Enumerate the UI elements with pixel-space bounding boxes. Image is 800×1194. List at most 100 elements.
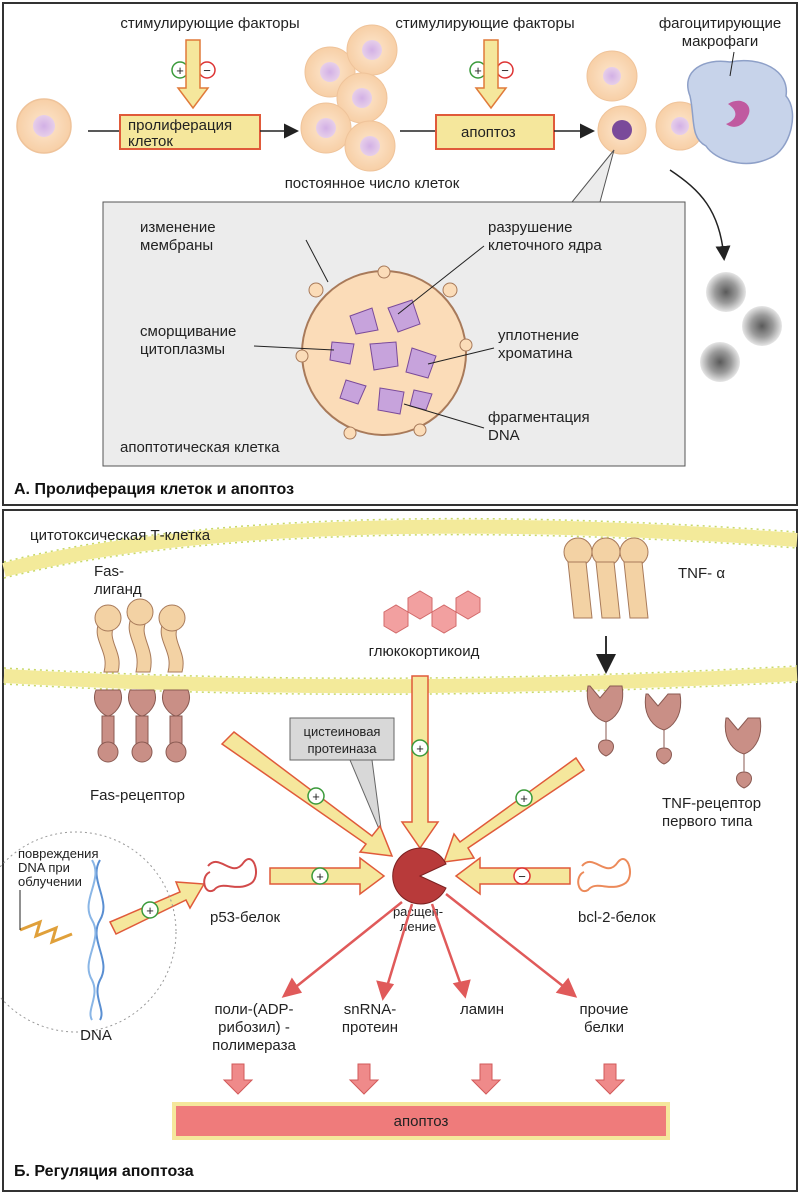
- parp-3: полимераза: [212, 1037, 296, 1054]
- minus-text: −: [518, 869, 526, 884]
- prolif-line2: клеток: [128, 133, 173, 150]
- constant-number-label: постоянное число клеток: [285, 175, 460, 192]
- macrophage-nucleus: [726, 100, 750, 127]
- stim-factors-right: стимулирующие факторы: [395, 15, 574, 32]
- plus-text: +: [474, 63, 482, 78]
- stim-factors-left: стимулирующие факторы: [120, 15, 299, 32]
- leader-line: [729, 51, 735, 77]
- glucocorticoid-signal-arrow: [400, 675, 440, 850]
- glucocorticoid-label: глюкокортикоид: [369, 643, 480, 660]
- nucleus-outline: [0, 831, 177, 1033]
- leader-line: [427, 347, 495, 365]
- protease-callout-pointer: [349, 759, 383, 837]
- nucleus-destruction-1: разрушение: [488, 219, 572, 236]
- signs-b: + + + + − +: [141, 739, 533, 919]
- plus-text: +: [312, 789, 320, 804]
- snrna-1: snRNA-: [344, 1001, 397, 1018]
- minus-text: −: [501, 63, 509, 78]
- lamin-label: ламин: [460, 1001, 504, 1018]
- down-arrows: [222, 1063, 626, 1095]
- dna-damage-1: повреждения: [18, 846, 98, 861]
- macrophage-label-1: фагоцитирующие: [659, 15, 781, 32]
- protease-label-1: цистеиновая: [304, 724, 381, 739]
- other-2: белки: [584, 1019, 624, 1036]
- apoptotic-cell-label: апоптотическая клетка: [120, 439, 280, 456]
- apoptotic-cell: [295, 265, 473, 440]
- tnf-receptors: [586, 685, 762, 789]
- fas-receptor-label: Fas-рецептор: [90, 787, 185, 804]
- plus-text: +: [146, 903, 154, 918]
- leader-line: [403, 403, 485, 429]
- tnf-receptor-2: первого типа: [662, 813, 753, 830]
- leader-line: [253, 345, 335, 351]
- nucleus: [33, 115, 55, 137]
- p53-label: p53-белок: [210, 909, 281, 926]
- leader-line: [397, 245, 485, 315]
- tcell-membrane: [2, 519, 798, 577]
- dna-damage-2: DNA при: [18, 860, 70, 875]
- dna-helix-icon: [95, 859, 105, 1021]
- plus-text: +: [316, 869, 324, 884]
- chromatin-1: уплотнение: [498, 327, 579, 344]
- fas-ligand-1: Fas-: [94, 563, 124, 580]
- tnf-signal-arrow: [442, 756, 586, 863]
- apoptosis-box: [435, 114, 555, 150]
- plus-text: +: [176, 63, 184, 78]
- snrna-2: протеин: [342, 1019, 398, 1036]
- other-1: прочие: [579, 1001, 628, 1018]
- cleavage-2: ление: [400, 919, 437, 934]
- dna-helix-strand-icon: [87, 859, 97, 1021]
- cell-cluster: [300, 24, 398, 172]
- cytoplasm-shrink-2: цитоплазмы: [140, 341, 225, 358]
- panel-a-title: А. Пролиферация клеток и апоптоз: [14, 481, 294, 498]
- parp-1: поли-(ADP-: [214, 1001, 293, 1018]
- tcell-membrane-edge: [3, 533, 798, 579]
- stim-arrow-right: [474, 39, 508, 110]
- membrane-change-2: мембраны: [140, 237, 213, 254]
- tcell-label: цитотоксическая Т-клетка: [30, 527, 211, 544]
- dna-damage-3: облучении: [18, 874, 82, 889]
- flow-arrow: [669, 169, 731, 261]
- bcl2-icon: [577, 858, 632, 893]
- tnf-alpha-molecule: [563, 537, 649, 619]
- apoptotic-bodies: [700, 272, 782, 382]
- cytoplasm-shrink-1: сморщивание: [140, 323, 236, 340]
- apoptosis-bar-label: апоптоз: [394, 1113, 449, 1130]
- target-arrows: [281, 893, 578, 1001]
- tnf-receptor-1: TNF-рецептор: [662, 795, 761, 812]
- bcl2-signal-arrow: [454, 856, 571, 896]
- protease-icon: [392, 847, 447, 905]
- fas-complex: [94, 598, 190, 763]
- apoptosis-bar: [172, 1102, 670, 1140]
- p53-icon: [203, 858, 258, 893]
- proliferation-box: [119, 114, 261, 150]
- protease-label-2: протеиназа: [308, 741, 378, 756]
- parp-2: рибозил) -: [218, 1019, 290, 1036]
- cleavage-1: расщеп-: [393, 904, 443, 919]
- prolif-line1: пролиферация: [128, 117, 232, 134]
- glucocorticoid-molecule: [383, 590, 481, 634]
- nucleus-destruction-2: клеточного ядра: [488, 237, 602, 254]
- stim-arrow-left: [176, 39, 210, 110]
- tnf-alpha-label: TNF- α: [678, 565, 725, 582]
- dna-frag-2: DNA: [488, 427, 520, 444]
- macrophage-label-2: макрофаги: [682, 33, 758, 50]
- protease-callout: [289, 717, 395, 761]
- dna-frag-1: фрагментация: [488, 409, 590, 426]
- apoptosis-box-label: апоптоз: [461, 124, 516, 141]
- dna-label: DNA: [80, 1027, 112, 1044]
- panel-b-title: Б. Регуляция апоптоза: [14, 1163, 194, 1180]
- chromatin-2: хроматина: [498, 345, 573, 362]
- fas-signal-arrow: [220, 731, 394, 857]
- radiation-icon: [19, 919, 73, 945]
- fas-ligand-2: лиганд: [94, 581, 142, 598]
- leader-line: [305, 239, 329, 283]
- membrane-change-1: изменение: [140, 219, 216, 236]
- plus-text: +: [520, 791, 528, 806]
- plus-text: +: [416, 741, 424, 756]
- minus-text: −: [203, 63, 211, 78]
- tcell-membrane-edge: [3, 517, 798, 563]
- target-membrane: [3, 667, 798, 694]
